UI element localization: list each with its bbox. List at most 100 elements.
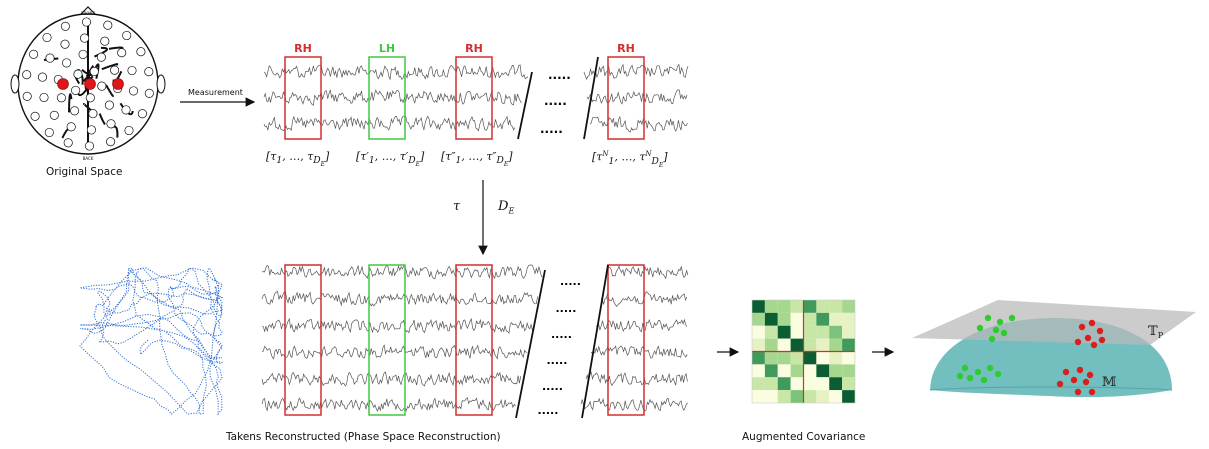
cov-cell	[752, 338, 765, 352]
electrode	[137, 109, 147, 119]
rh-point	[1078, 323, 1086, 331]
gap-slash-left-bottom	[515, 269, 546, 419]
cov-cell	[777, 325, 791, 339]
cov-cell	[752, 377, 765, 391]
brain-fold	[119, 102, 134, 116]
signal-trace	[261, 290, 538, 307]
electrode	[29, 49, 39, 59]
delay-vector-3: [τ″1, …, τ″DE]	[441, 150, 513, 169]
signal-trace	[261, 317, 533, 334]
cov-cell	[829, 312, 843, 326]
cov-cell	[842, 364, 856, 378]
cov-cell	[777, 351, 791, 365]
lh-point	[986, 364, 994, 372]
rh-label-1: RH	[294, 42, 312, 55]
cov-cell	[829, 377, 843, 391]
original-space-caption: Original Space	[46, 166, 123, 178]
rh-window-1-bottom	[284, 264, 322, 416]
electrode	[136, 47, 146, 57]
takens-reconstructed-signals	[261, 264, 689, 412]
electrode	[60, 39, 70, 49]
rh-point	[1096, 327, 1104, 335]
cov-cell	[777, 364, 791, 378]
electrode	[103, 20, 113, 30]
cov-cell	[752, 312, 765, 326]
lh-point	[980, 376, 988, 384]
cov-cell	[777, 312, 791, 326]
cov-cell	[777, 338, 791, 352]
brain-fold	[68, 93, 73, 113]
cov-cell	[764, 312, 778, 326]
electrode	[104, 100, 114, 110]
cov-cell	[829, 300, 843, 313]
cov-cell	[816, 390, 830, 404]
electrode	[39, 92, 49, 103]
cov-cell	[790, 325, 804, 339]
cov-cell	[829, 390, 843, 404]
electrode	[124, 125, 134, 136]
electrode	[86, 125, 96, 135]
electrode	[144, 67, 154, 77]
cov-cell	[803, 338, 817, 352]
manifold-base-edge	[929, 386, 1173, 391]
electrode	[30, 111, 40, 121]
rh-window-2-top	[455, 56, 493, 140]
electrode	[89, 66, 99, 77]
lh-point	[994, 370, 1002, 378]
electrode	[63, 138, 73, 148]
lh-point	[966, 374, 974, 382]
electrode	[110, 65, 120, 75]
delay-vector-1: [τ1, …, τDE]	[266, 150, 330, 169]
cov-cell	[790, 338, 804, 352]
electrode	[78, 49, 88, 59]
cov-cell	[790, 351, 804, 365]
electrode	[22, 91, 32, 101]
cov-cell	[803, 351, 817, 365]
cov-cell	[816, 351, 830, 365]
riemannian-manifold	[912, 300, 1196, 398]
active-electrode-Cz	[84, 78, 96, 90]
gap-slash-right-top	[583, 56, 599, 140]
signal-trace	[590, 345, 688, 359]
electrode	[37, 72, 48, 82]
electrode	[127, 65, 137, 76]
lh-point	[988, 335, 996, 343]
cov-cell	[803, 312, 817, 326]
electrode	[80, 33, 90, 43]
manifold-label: 𝕄	[1102, 375, 1116, 390]
rh-window-n-bottom	[607, 264, 645, 416]
cov-cell	[752, 364, 765, 378]
cov-cell	[752, 390, 765, 404]
delay-vector-n: [τN1, …, τNDE]	[592, 150, 668, 169]
cov-cell	[816, 377, 830, 391]
rh-point	[1088, 319, 1096, 327]
rh-point	[1084, 334, 1092, 342]
signal-trace	[261, 397, 516, 412]
ellipsis-top-2: .....	[544, 94, 567, 108]
electrode	[106, 119, 116, 129]
cov-cell	[752, 300, 765, 313]
rh-window-2-bottom	[455, 264, 493, 416]
cov-cell	[842, 312, 856, 326]
cov-cell	[829, 364, 843, 378]
cov-cell	[842, 325, 856, 339]
signal-trace	[585, 371, 688, 387]
tangent-plane	[912, 300, 1196, 345]
ellipsis-bottom: .....	[551, 328, 572, 341]
electrode	[100, 36, 110, 46]
cov-cell	[803, 377, 817, 391]
nose	[80, 6, 96, 15]
tau-label: τ	[453, 199, 461, 214]
ellipsis-bottom: .....	[538, 404, 559, 417]
signal-trace	[261, 264, 543, 280]
cov-cell	[842, 300, 856, 313]
lh-point	[992, 326, 1000, 334]
cov-cell	[816, 338, 830, 352]
lh-point	[984, 314, 992, 322]
ellipsis-bottom: .....	[556, 302, 577, 315]
brain-fold	[105, 84, 114, 98]
cov-cell	[829, 338, 843, 352]
electrode	[97, 81, 107, 91]
rh-window-n-top	[607, 56, 645, 140]
